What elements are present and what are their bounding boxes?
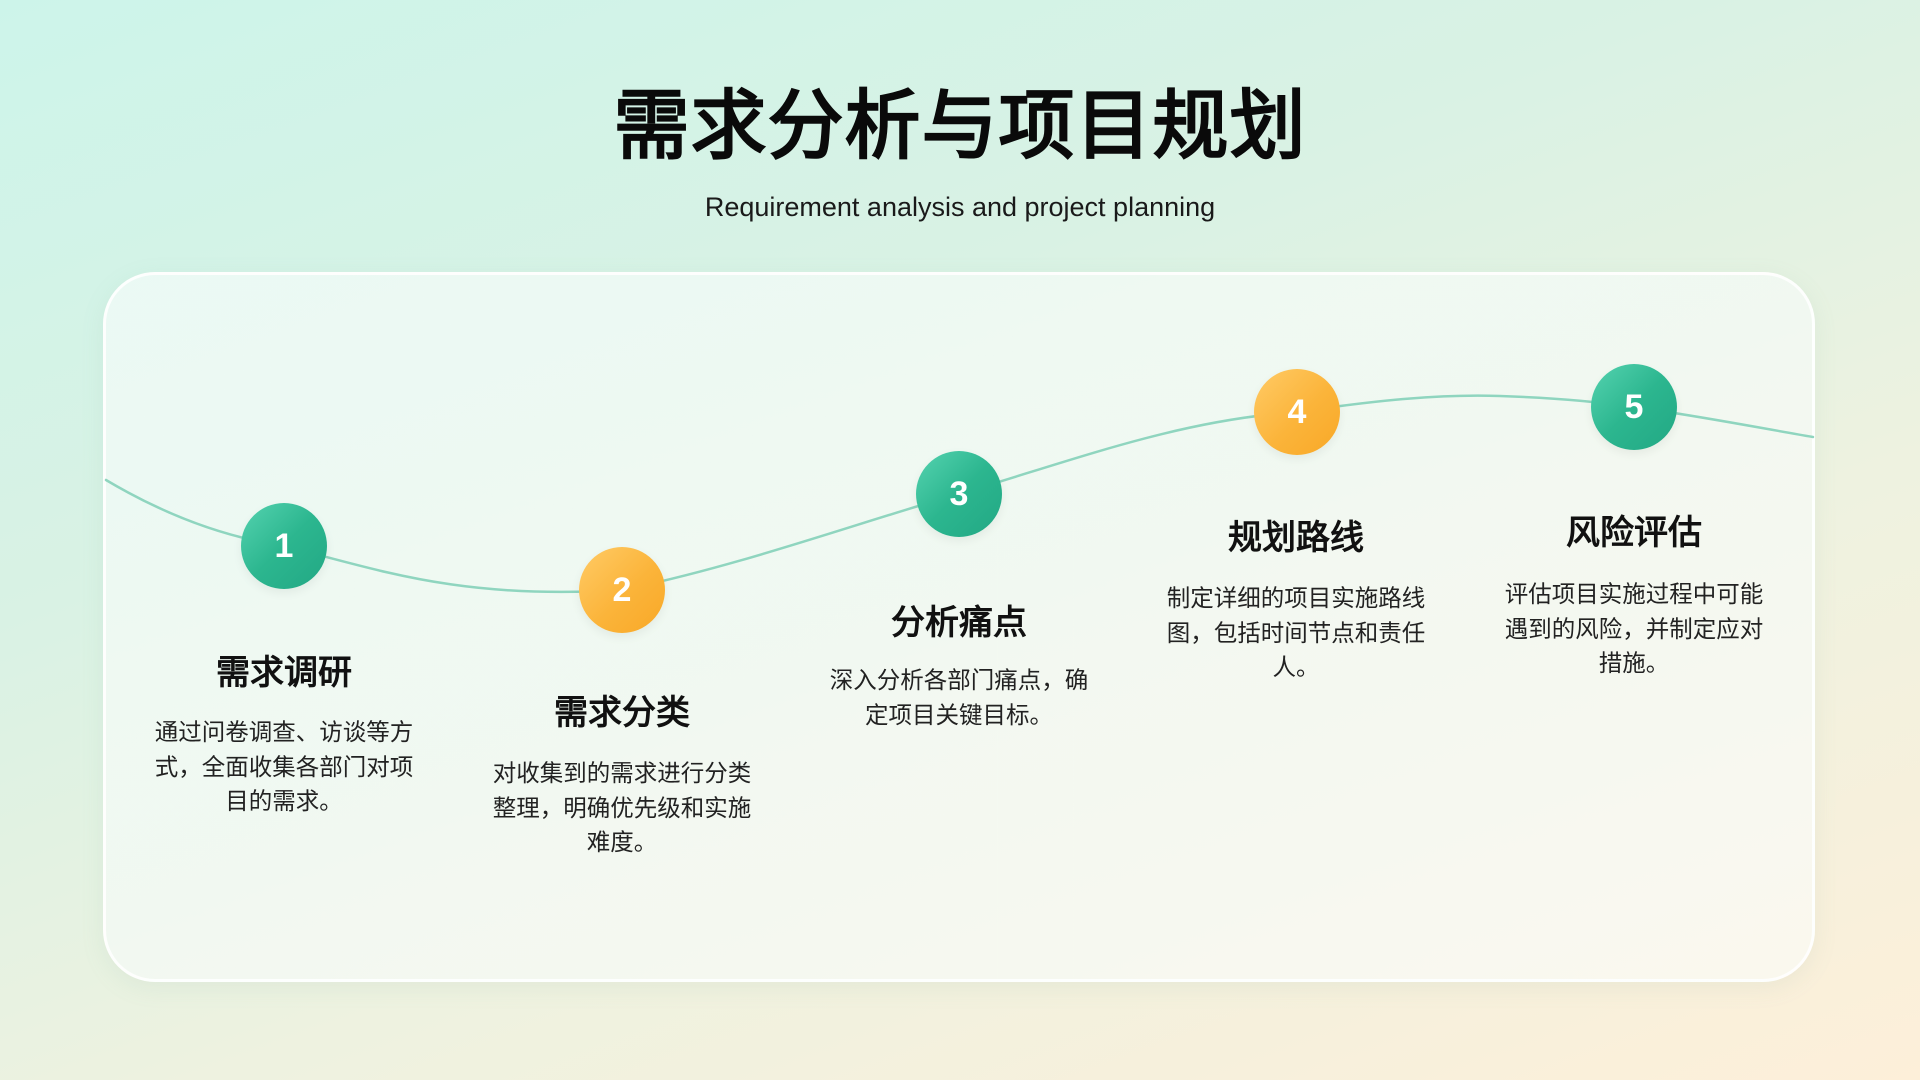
step-2-title: 需求分类 — [554, 694, 690, 732]
step-5-badge: 5 — [1591, 364, 1677, 450]
page-subtitle: Requirement analysis and project plannin… — [704, 192, 1216, 222]
step-1-title: 需求调研 — [216, 654, 352, 692]
step-4-title: 规划路线 — [1228, 519, 1364, 557]
step-3-badge: 3 — [916, 451, 1002, 537]
step-1-description: 通过问卷调查、访谈等方式，全面收集各部门对项目的需求。 — [154, 719, 414, 814]
page-title: 需求分析与项目规划 — [613, 84, 1307, 169]
step-4-number: 4 — [1287, 392, 1307, 431]
step-2-badge: 2 — [579, 547, 665, 633]
step-3-number: 3 — [949, 474, 969, 513]
step-2-description: 对收集到的需求进行分类整理，明确优先级和实施难度。 — [492, 760, 752, 855]
step-3-title: 分析痛点 — [891, 604, 1027, 642]
step-3-description: 深入分析各部门痛点，确定项目关键目标。 — [829, 667, 1089, 728]
step-1-number: 1 — [274, 526, 294, 565]
step-4-description: 制定详细的项目实施路线图，包括时间节点和责任人。 — [1166, 585, 1426, 680]
timeline-card — [103, 272, 1815, 982]
step-2-number: 2 — [612, 570, 632, 609]
step-4-badge: 4 — [1254, 369, 1340, 455]
step-5-title: 风险评估 — [1566, 514, 1702, 552]
step-1-badge: 1 — [241, 503, 327, 589]
step-5-number: 5 — [1624, 387, 1644, 426]
step-5-description: 评估项目实施过程中可能遇到的风险，并制定应对措施。 — [1504, 581, 1764, 676]
